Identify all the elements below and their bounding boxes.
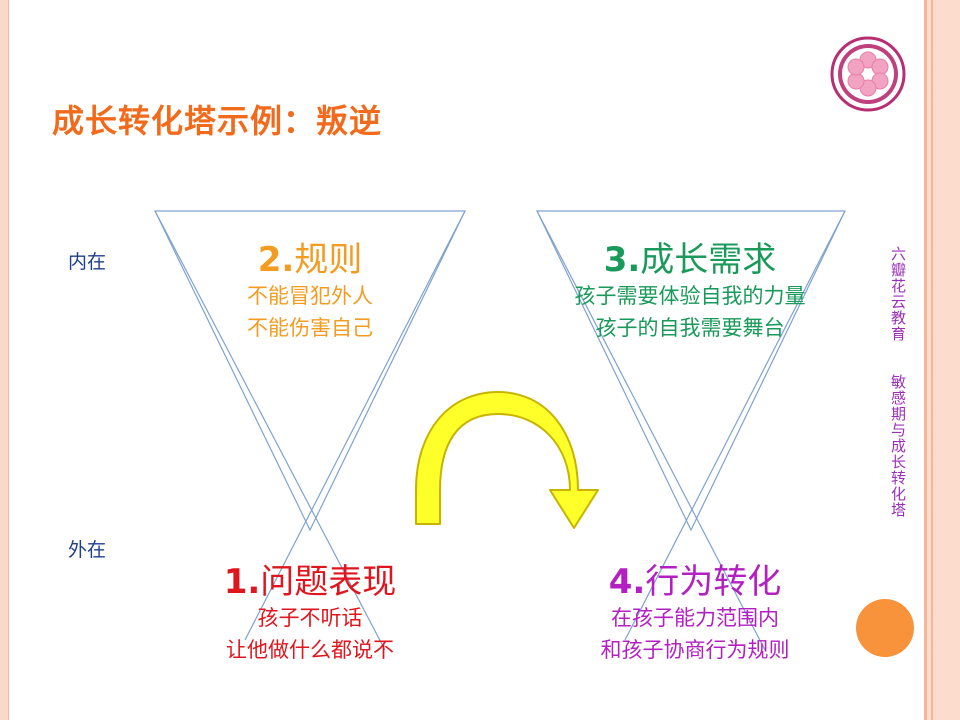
right-cross-line: [624, 210, 846, 641]
curved-arrow-icon: [415, 391, 599, 529]
growth-need-block: 3.成长需求 孩子需要体验自我的力量 孩子的自我需要舞台: [530, 240, 850, 344]
problem-line: 孩子不听话: [257, 606, 363, 630]
upper-left-triangle: [154, 210, 466, 532]
rule-block: 2.规则 不能冒犯外人 不能伤害自己: [190, 240, 430, 344]
right-border: [924, 0, 960, 720]
right-border-line: [931, 0, 933, 720]
rule-number: 2.: [257, 240, 295, 280]
growth-need-number: 3.: [603, 240, 641, 280]
growth-need-line: 孩子需要体验自我的力量: [574, 284, 806, 308]
rule-line: 不能冒犯外人: [247, 284, 373, 308]
left-border: [0, 0, 9, 720]
accent-dot: [856, 599, 914, 657]
behavior-change-line: 和孩子协商行为规则: [600, 638, 790, 662]
behavior-change-heading: 4.行为转化: [555, 562, 835, 602]
behavior-change-block: 4.行为转化 在孩子能力范围内 和孩子协商行为规则: [555, 562, 835, 666]
problem-block: 1.问题表现 孩子不听话 让他做什么都说不: [180, 562, 440, 666]
growth-need-line: 孩子的自我需要舞台: [595, 316, 785, 340]
right-border-line: [924, 0, 927, 720]
growth-need-heading: 3.成长需求: [530, 240, 850, 280]
growth-need-title: 成长需求: [640, 240, 777, 280]
problem-number: 1.: [223, 562, 261, 602]
behavior-change-number: 4.: [608, 562, 646, 602]
rule-title: 规则: [294, 240, 363, 280]
rule-line: 不能伤害自己: [247, 316, 373, 340]
problem-title: 问题表现: [260, 562, 397, 602]
outer-label: 外在: [68, 539, 107, 561]
page-title: 成长转化塔示例：叛逆: [52, 102, 383, 140]
inner-label: 内在: [68, 251, 107, 273]
behavior-change-line: 在孩子能力范围内: [611, 606, 779, 630]
problem-heading: 1.问题表现: [180, 562, 440, 602]
vertical-caption: 六瓣花云教育 敏感期与成长转化塔: [889, 246, 907, 518]
flower-logo-icon: [830, 36, 906, 112]
rule-heading: 2.规则: [190, 240, 430, 280]
left-cross-line: [154, 210, 386, 651]
problem-line: 让他做什么都说不: [226, 638, 394, 662]
behavior-change-title: 行为转化: [645, 562, 782, 602]
left-cross-line: [244, 210, 466, 641]
right-cross-line: [536, 210, 766, 651]
upper-right-triangle: [536, 210, 846, 532]
